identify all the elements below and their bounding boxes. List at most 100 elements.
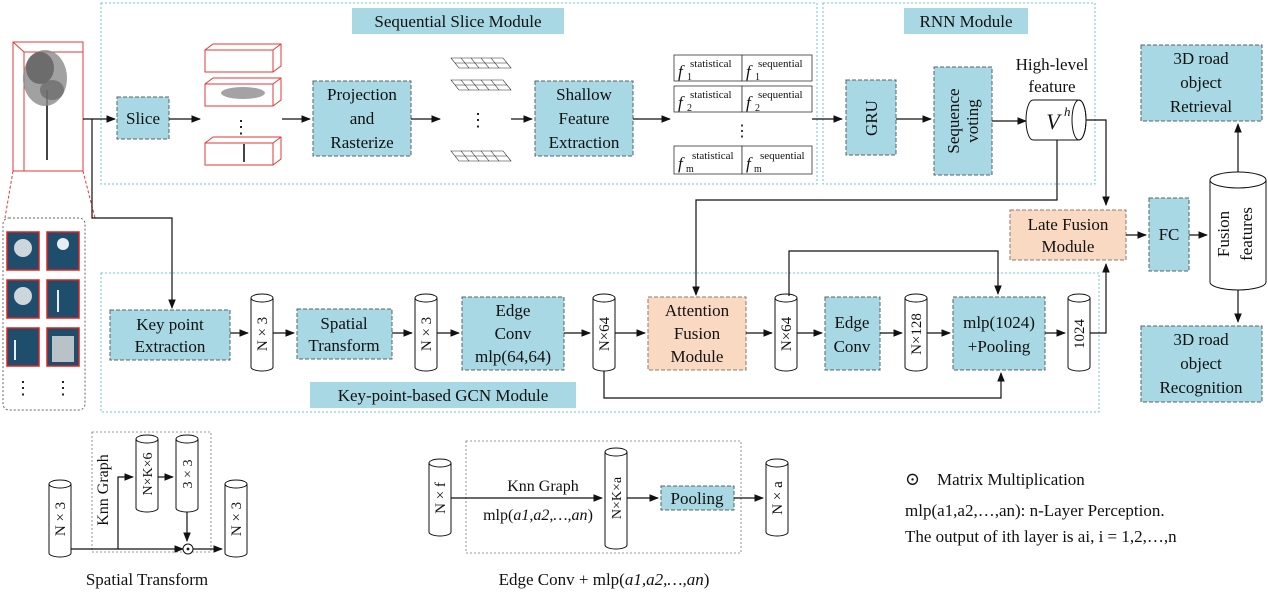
raster-grids: ⋮ xyxy=(450,57,512,162)
ec-dim-na: N × a xyxy=(770,481,786,515)
thumb-dots-2: ⋮ xyxy=(54,378,72,398)
keypoint-label-2: Extraction xyxy=(135,337,206,356)
ec-dim-nka: N×K×a xyxy=(610,476,625,519)
fc-block xyxy=(1148,197,1190,272)
cylinder-n3-a xyxy=(250,293,274,372)
cylinder-ec-nf xyxy=(428,458,452,537)
sequence-label: Sequence xyxy=(944,88,963,153)
thumbnail-panel xyxy=(2,217,86,411)
shallow-feature-block xyxy=(534,80,634,157)
recognition-label-2: object xyxy=(1180,354,1222,373)
fm-stat-sub: m xyxy=(686,164,694,175)
f1-stat-sup: statistical xyxy=(690,58,732,70)
cylinder-1024 xyxy=(1067,293,1091,372)
fusion-label-1: Fusion xyxy=(1214,210,1233,257)
dim-n3-a: N × 3 xyxy=(255,317,271,351)
edgeconv2-label-2: Conv xyxy=(834,337,871,356)
mlp1024-label-2: +Pooling xyxy=(968,337,1031,356)
edgeconv-caption: Edge Conv + mlp(a1,a2,…,an) xyxy=(499,570,710,589)
keypoint-label-1: Key point xyxy=(136,315,204,334)
slice-label: Slice xyxy=(126,109,160,128)
gcn-module-label: Key-point-based GCN Module xyxy=(338,386,549,405)
st-dim-n3-in: N × 3 xyxy=(53,502,69,536)
retrieval-block xyxy=(1140,44,1263,122)
shallow-label-2: Feature xyxy=(559,109,610,128)
cylinder-st-33 xyxy=(175,434,199,513)
f2-stat-sup: statistical xyxy=(690,89,732,101)
vh-cylinder xyxy=(1025,99,1087,141)
spatial-detail-box xyxy=(91,431,212,553)
edgeconv1-label-3: mlp(64,64) xyxy=(475,347,551,366)
fm-seq-f: f xyxy=(746,154,753,173)
gcn-label-bg xyxy=(310,382,576,408)
gru-label: GRU xyxy=(862,100,881,136)
edgeconv2-label-1: Edge xyxy=(835,313,870,332)
voting-label: voting xyxy=(963,99,982,143)
edgeconv-detail-box xyxy=(465,440,742,554)
rnn-label-bg xyxy=(904,8,1028,34)
f2-seq-sup: sequential xyxy=(758,89,803,101)
attention-fusion-block xyxy=(647,296,747,371)
high-level-label-1: High-level xyxy=(1016,55,1089,74)
cylinder-n64-b xyxy=(774,293,798,372)
projection-label-3: Rasterize xyxy=(330,133,393,152)
fm-seq-sup: sequential xyxy=(760,150,805,162)
spatial-caption: Spatial Transform xyxy=(86,570,208,589)
thumbnail-grid: ⋮ ⋮ xyxy=(6,231,80,398)
projection-label-2: and xyxy=(350,109,375,128)
retrieval-label-3: Retrieval xyxy=(1170,97,1233,116)
cylinder-n64-a xyxy=(592,293,616,372)
edgeconv1-label-1: Edge xyxy=(496,301,531,320)
slice-dots: ⋮ xyxy=(232,117,250,137)
grid-dots: ⋮ xyxy=(469,110,487,130)
projection-block xyxy=(312,80,412,157)
gru-block xyxy=(845,79,897,156)
cylinder-ec-na xyxy=(765,458,789,537)
cylinder-n128 xyxy=(904,293,928,372)
legend-mlp: mlp(a1,a2,…,an): n-Layer Perception. xyxy=(905,501,1165,520)
attention-label-3: Module xyxy=(671,347,724,366)
ec-pooling-label: Pooling xyxy=(671,489,724,508)
st-dim-33: 3 × 3 xyxy=(181,460,196,489)
shallow-label-3: Extraction xyxy=(549,133,620,152)
thumb-dots-1: ⋮ xyxy=(14,378,32,398)
edge-conv1-block xyxy=(461,296,565,371)
f2-stat-f: f xyxy=(678,93,685,112)
sequential-slice-region xyxy=(100,2,818,185)
ec-dim-nf: N × f xyxy=(433,482,449,514)
f2-seq-f: f xyxy=(746,93,753,112)
late-fusion-block xyxy=(1009,209,1127,261)
high-level-label-2: feature xyxy=(1028,77,1075,96)
input-point-cloud xyxy=(12,41,84,172)
retrieval-label-2: object xyxy=(1180,73,1222,92)
ec-knn-label: Knn Graph xyxy=(507,478,579,495)
attention-label-2: Fusion xyxy=(674,324,721,343)
f2-seq-sub: 2 xyxy=(755,103,760,114)
ec-mlp-label: mlp(a1,a2,…,an) xyxy=(483,507,593,524)
feature-dots: ⋮ xyxy=(734,123,750,140)
gcn-region xyxy=(100,272,1100,413)
projection-label-1: Projection xyxy=(327,85,397,104)
cylinder-st-nk6 xyxy=(135,434,159,513)
f1-stat-sub: 1 xyxy=(687,72,692,83)
f1-seq-f: f xyxy=(746,62,753,81)
f1-stat-f: f xyxy=(678,62,685,81)
shallow-label-1: Shallow xyxy=(556,85,612,104)
attention-label-1: Attention xyxy=(665,301,730,320)
rnn-module-label: RNN Module xyxy=(919,12,1012,31)
slice-stack: ⋮ xyxy=(204,43,282,166)
st-dim-n3-out: N × 3 xyxy=(229,502,245,536)
ec-caption-suffix: ) xyxy=(704,570,710,589)
recognition-label-3: Recognition xyxy=(1159,378,1243,397)
spatial-transform-block xyxy=(296,308,393,360)
dim-1024: 1024 xyxy=(1072,319,1088,350)
rnn-region xyxy=(822,2,1096,185)
st-dim-nk6: N×K×6 xyxy=(141,452,156,495)
spatial-label-1: Spatial xyxy=(320,314,367,333)
edge-conv2-block xyxy=(824,296,881,371)
edgeconv1-label-2: Conv xyxy=(495,324,532,343)
sequential-label-bg xyxy=(352,8,564,34)
cylinder-n3-b xyxy=(414,293,438,372)
f1-seq-sup: sequential xyxy=(758,58,803,70)
